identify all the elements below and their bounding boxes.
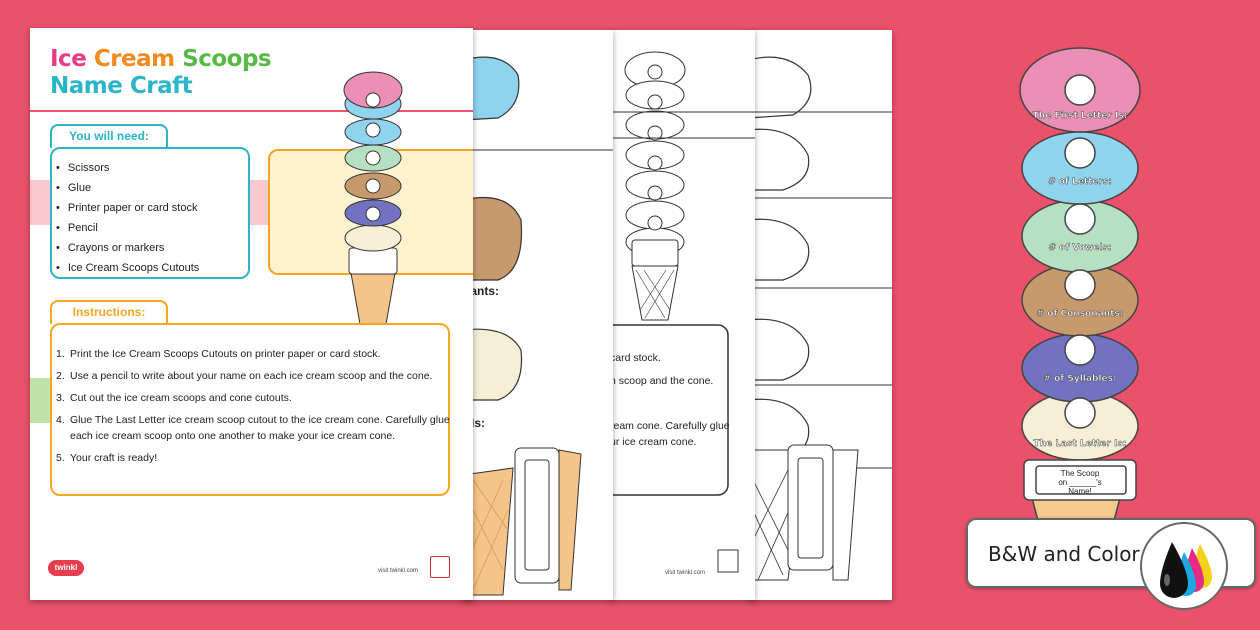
list-item: Ice Cream Scoops Cutouts bbox=[56, 258, 199, 278]
list-item: Glue bbox=[56, 178, 199, 198]
cone-label: The Scoop bbox=[1061, 469, 1100, 478]
instruction-page-bw: card stock. n scoop and the cone. ream c… bbox=[610, 30, 755, 600]
bw-cone-illustration bbox=[610, 51, 755, 573]
text-fragment: ream cone. Carefully glue bbox=[610, 420, 730, 432]
list-item: 5.Your craft is ready! bbox=[56, 452, 158, 464]
footer-url: visit twinkl.com bbox=[665, 570, 706, 576]
instructions-page-color: Ice Cream Scoops Name Craft You will nee… bbox=[30, 28, 473, 600]
scoop-label: The Last Letter Is: bbox=[1034, 439, 1127, 449]
page-title: Ice Cream Scoops Name Craft bbox=[50, 46, 272, 99]
twinkl-logo: twinkl bbox=[48, 560, 84, 576]
small-cone-illustration bbox=[343, 71, 403, 323]
stamp-icon bbox=[430, 556, 450, 578]
list-item: Scissors bbox=[56, 158, 199, 178]
instructions-box bbox=[50, 323, 450, 496]
cutout-page-color: s: nants: r Is: bbox=[463, 30, 613, 600]
scoop-label: # of Syllables: bbox=[1043, 374, 1116, 384]
scoop-label: # of Vowels: bbox=[1048, 243, 1111, 253]
cone-label: Name! bbox=[1068, 487, 1092, 496]
needs-list: Scissors Glue Printer paper or card stoc… bbox=[56, 158, 199, 278]
text-fragment: card stock. bbox=[610, 352, 661, 364]
text-fragment: ur ice cream cone. bbox=[610, 436, 697, 448]
scoop-label: # of Consonants: bbox=[1037, 309, 1124, 319]
green-band bbox=[30, 378, 50, 423]
big-cone-illustration: The First Letter Is: # of Letters: # of … bbox=[1019, 47, 1141, 544]
bw-color-badge: B&W and Color bbox=[966, 518, 1256, 610]
instructions-header: Instructions: bbox=[50, 300, 168, 324]
instructions-list: 1.Print the Ice Cream Scoops Cutouts on … bbox=[56, 346, 456, 472]
list-item: Printer paper or card stock bbox=[56, 198, 199, 218]
divider bbox=[30, 110, 473, 112]
badge-label: B&W and Color bbox=[988, 542, 1140, 566]
text-fragment: n scoop and the cone. bbox=[610, 375, 714, 387]
list-item: Pencil bbox=[56, 218, 199, 238]
footer-url: visit twinkl.com bbox=[378, 568, 419, 574]
cone-label: on ______'s bbox=[1058, 478, 1101, 487]
scoop-label: The First Letter Is: bbox=[1033, 111, 1128, 121]
scoop-label: # of Letters: bbox=[1048, 177, 1112, 187]
list-item: 1.Print the Ice Cream Scoops Cutouts on … bbox=[56, 348, 381, 360]
list-item: 2.Use a pencil to write about your name … bbox=[56, 370, 433, 382]
cutout-page-bw bbox=[748, 30, 892, 600]
color-scoops-illustration bbox=[463, 56, 613, 596]
list-item: 4.Glue The Last Letter ice cream scoop c… bbox=[56, 414, 450, 442]
needs-header: You will need: bbox=[50, 124, 168, 148]
list-item: 3.Cut out the ice cream scoops and cone … bbox=[56, 392, 292, 404]
bw-scoops-illustration bbox=[748, 56, 892, 581]
list-item: Crayons or markers bbox=[56, 238, 199, 258]
ink-drops-icon bbox=[1140, 522, 1228, 610]
